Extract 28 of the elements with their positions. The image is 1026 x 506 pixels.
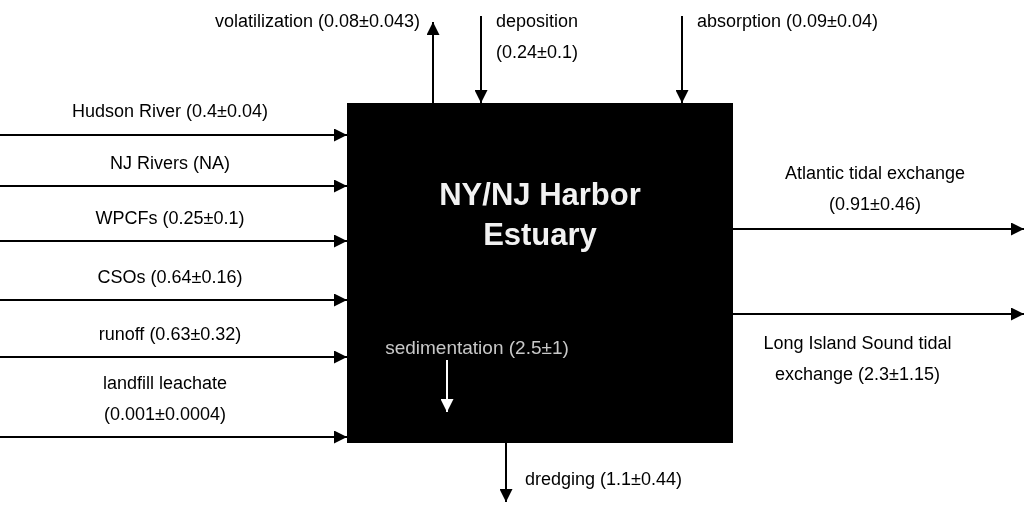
edge-label: CSOs (0.64±0.16)	[96, 266, 244, 289]
edge-label: volatilization (0.08±0.043)	[214, 10, 420, 33]
flow-arrow	[675, 15, 689, 104]
estuary-box	[347, 103, 733, 443]
edge-label: runoff (0.63±0.32)	[97, 323, 243, 346]
edge-label: deposition (0.24±0.1)	[496, 10, 580, 64]
flow-arrow	[0, 293, 348, 307]
edge-label: Long Island Sound tidal exchange (2.3±1.15)	[762, 332, 953, 386]
flow-arrow	[440, 359, 454, 413]
flow-arrow	[0, 430, 348, 444]
flow-arrow	[474, 15, 488, 104]
flow-arrow	[0, 350, 348, 364]
flow-arrow	[0, 234, 348, 248]
flow-arrow	[0, 179, 348, 193]
flow-arrow	[732, 307, 1025, 321]
edge-label: Hudson River (0.4±0.04)	[71, 100, 269, 123]
inner-label: sedimentation (2.5±1)	[377, 336, 577, 360]
edge-label: WPCFs (0.25±0.1)	[94, 207, 246, 230]
flow-arrow	[426, 21, 440, 104]
flow-arrow	[499, 442, 513, 503]
edge-label: landfill leachate (0.001±0.0004)	[101, 372, 229, 426]
flow-arrow	[0, 128, 348, 142]
box-title: NY/NJ Harbor Estuary	[438, 176, 642, 254]
edge-label: NJ Rivers (NA)	[109, 152, 231, 175]
flow-arrow	[732, 222, 1025, 236]
edge-label: Atlantic tidal exchange (0.91±0.46)	[783, 162, 967, 216]
edge-label: absorption (0.09±0.04)	[697, 10, 879, 33]
edge-label: dredging (1.1±0.44)	[525, 468, 683, 491]
